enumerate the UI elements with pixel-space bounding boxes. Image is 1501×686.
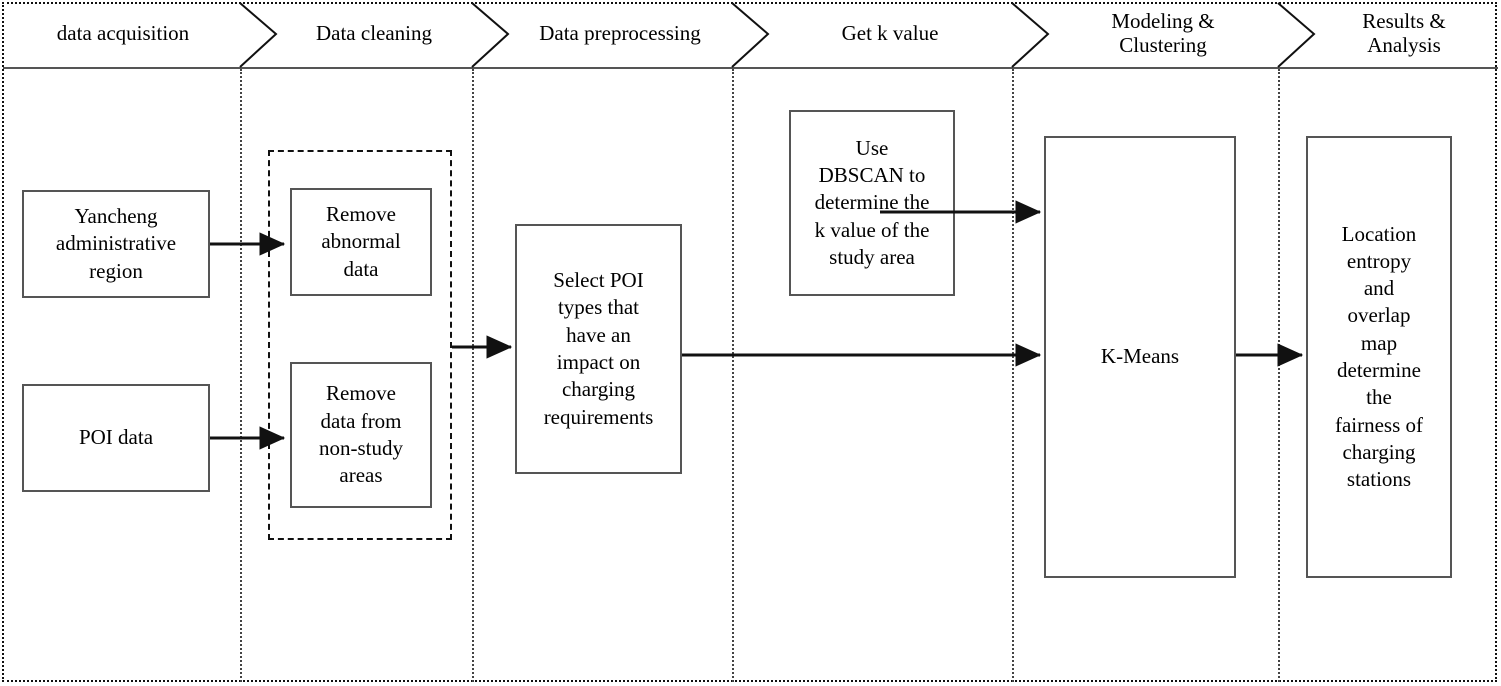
phase-label-modeling-clustering: Modeling & Clustering xyxy=(1111,8,1215,57)
phase-header-data-preprocessing: Data preprocessing xyxy=(508,0,732,66)
column-divider-3 xyxy=(732,69,734,682)
node-yancheng-region[interactable]: Yancheng administrative region xyxy=(22,190,210,298)
node-label-yancheng-region: Yancheng administrative region xyxy=(55,204,177,283)
phase-header-data-acquisition: data acquisition xyxy=(6,0,240,66)
phase-label-data-cleaning: Data cleaning xyxy=(315,20,433,45)
phase-label-results-analysis: Results & Analysis xyxy=(1362,8,1446,57)
node-dbscan-k-value[interactable]: Use DBSCAN to determine the k value of t… xyxy=(789,110,955,296)
node-label-results-fairness: Location entropy and overlap map determi… xyxy=(1334,221,1424,492)
node-label-poi-data: POI data xyxy=(78,425,154,450)
node-remove-abnormal-data[interactable]: Remove abnormal data xyxy=(290,188,432,296)
node-label-dbscan-k-value: Use DBSCAN to determine the k value of t… xyxy=(814,135,930,269)
node-label-select-poi-types: Select POI types that have an impact on … xyxy=(543,268,654,429)
node-results-fairness[interactable]: Location entropy and overlap map determi… xyxy=(1306,136,1452,578)
phase-header-data-cleaning: Data cleaning xyxy=(276,0,472,66)
phase-header-results-analysis: Results & Analysis xyxy=(1314,0,1494,66)
group-data-cleaning xyxy=(268,150,452,540)
phase-label-data-acquisition: data acquisition xyxy=(56,20,190,45)
node-kmeans[interactable]: K-Means xyxy=(1044,136,1236,578)
node-poi-data[interactable]: POI data xyxy=(22,384,210,492)
phase-label-get-k-value: Get k value xyxy=(841,20,939,45)
node-select-poi-types[interactable]: Select POI types that have an impact on … xyxy=(515,224,682,474)
phase-header-get-k-value: Get k value xyxy=(768,0,1012,66)
column-divider-5 xyxy=(1278,69,1280,682)
phase-label-data-preprocessing: Data preprocessing xyxy=(539,20,701,45)
column-divider-1 xyxy=(240,69,242,682)
phase-header-modeling-clustering: Modeling & Clustering xyxy=(1048,0,1278,66)
node-remove-nonstudy-data[interactable]: Remove data from non-study areas xyxy=(290,362,432,508)
node-label-remove-abnormal-data: Remove abnormal data xyxy=(321,202,401,281)
column-divider-2 xyxy=(472,69,474,682)
column-divider-4 xyxy=(1012,69,1014,682)
node-label-remove-nonstudy-data: Remove data from non-study areas xyxy=(319,381,403,488)
node-label-kmeans: K-Means xyxy=(1100,344,1180,369)
phase-header-band xyxy=(3,3,1498,69)
